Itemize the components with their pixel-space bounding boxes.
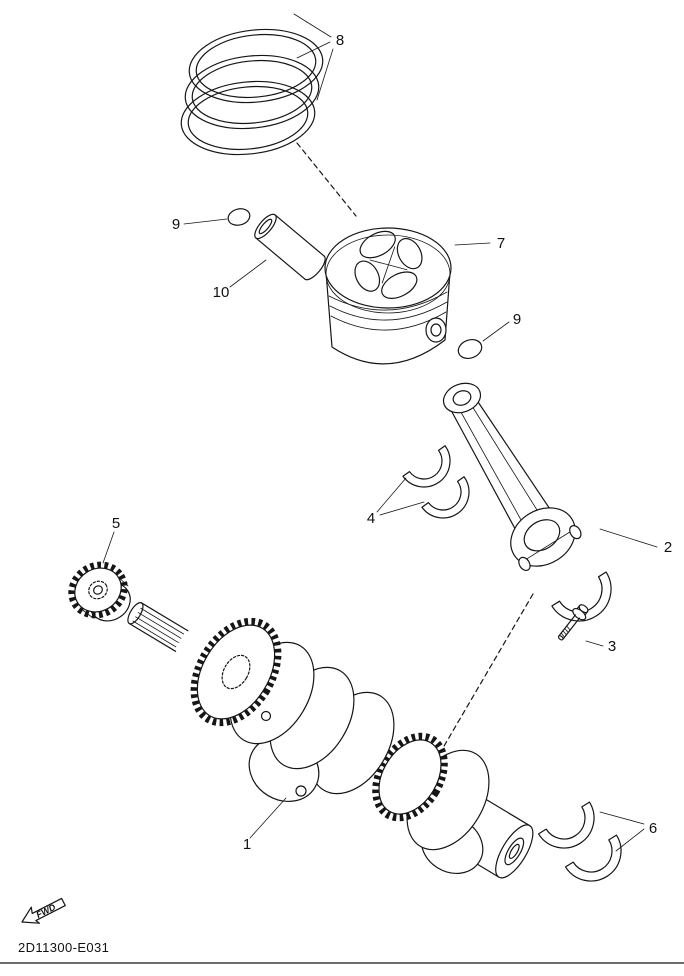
callout-part-9: 9 [172,216,180,233]
piston-pin-boss [425,317,447,343]
circlip-right: 9 [457,311,521,360]
callout-part-7: 7 [497,235,505,252]
piston-pin: 10 [213,213,326,301]
crank-spline-shaft [127,602,189,652]
callout-part-2: 2 [664,539,672,556]
diagram-code: 2D11300-E031 [18,940,109,955]
connecting-rod-bolt: 3 [557,604,616,655]
callout-part-1: 1 [243,836,251,853]
piston-ring-set: 8 [180,13,344,156]
callout-part-3: 3 [608,638,616,655]
callout-part-5: 5 [112,515,120,532]
crank-timing-gear [190,617,282,727]
piston: 7 [324,227,505,365]
crankshaft-bearing-shells: 6 [537,801,657,882]
callout-part-4: 4 [367,510,375,527]
callout-part-10: 10 [213,284,230,301]
callout-part-9b: 9 [513,311,521,328]
callout-part-6: 6 [649,820,657,837]
callout-part-8: 8 [336,32,344,49]
assembly-guide-line-rings [296,142,357,217]
conrod-cap [551,571,612,622]
fwd-label: FWD [34,902,57,920]
piston-crown [324,227,452,309]
leader-lines-part8 [293,13,334,101]
valve-pockets [354,230,423,299]
connecting-rod: 2 [442,382,672,622]
pinion-gear: 5 [68,515,131,622]
conrod-small-end [442,382,482,414]
crank-gear-right [372,732,448,822]
crankshaft: 1 [127,602,534,879]
connecting-rod-bearing-shells: 4 [367,445,470,527]
fwd-arrow-icon: FWD [21,897,66,924]
circlip-top: 9 [172,208,251,233]
conrod-big-end [510,507,582,572]
assembly-guide-line-conrod [439,593,534,754]
